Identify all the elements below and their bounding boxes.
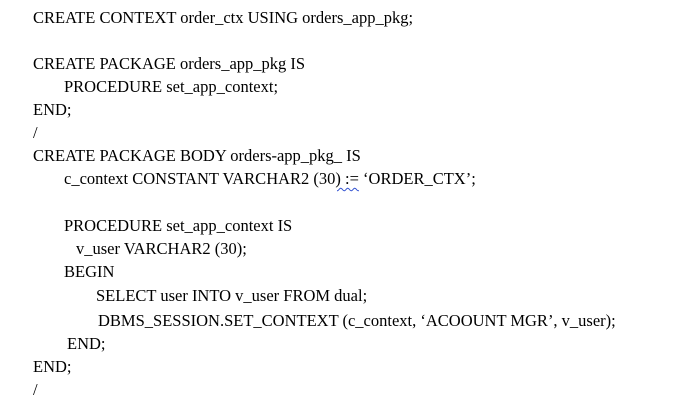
code-line: PROCEDURE set_app_context; — [64, 77, 279, 96]
code-segment: c_context CONSTANT VARCHAR2 (30 — [64, 169, 336, 188]
code-line: / — [33, 380, 38, 399]
spellcheck-squiggle: ) := — [335, 169, 359, 188]
code-line: END; — [33, 100, 72, 119]
code-line: END; — [33, 357, 72, 376]
code-line: CREATE PACKAGE orders_app_pkg IS — [33, 54, 306, 73]
code-line: PROCEDURE set_app_context IS — [64, 216, 293, 235]
code-line: DBMS_SESSION.SET_CONTEXT (c_context, ‘AC… — [98, 311, 616, 330]
code-line: CREATE CONTEXT order_ctx USING orders_ap… — [33, 8, 414, 27]
code-line: BEGIN — [64, 262, 115, 281]
code-line: / — [33, 123, 38, 142]
code-line: c_context CONSTANT VARCHAR2 (30) := ‘ORD… — [64, 169, 476, 189]
code-segment: ‘ORDER_CTX’; — [358, 169, 476, 188]
code-line: END; — [67, 334, 106, 353]
code-line: SELECT user INTO v_user FROM dual; — [96, 286, 368, 305]
code-line: v_user VARCHAR2 (30); — [76, 239, 247, 258]
code-line: CREATE PACKAGE BODY orders-app_pkg_ IS — [33, 146, 361, 165]
